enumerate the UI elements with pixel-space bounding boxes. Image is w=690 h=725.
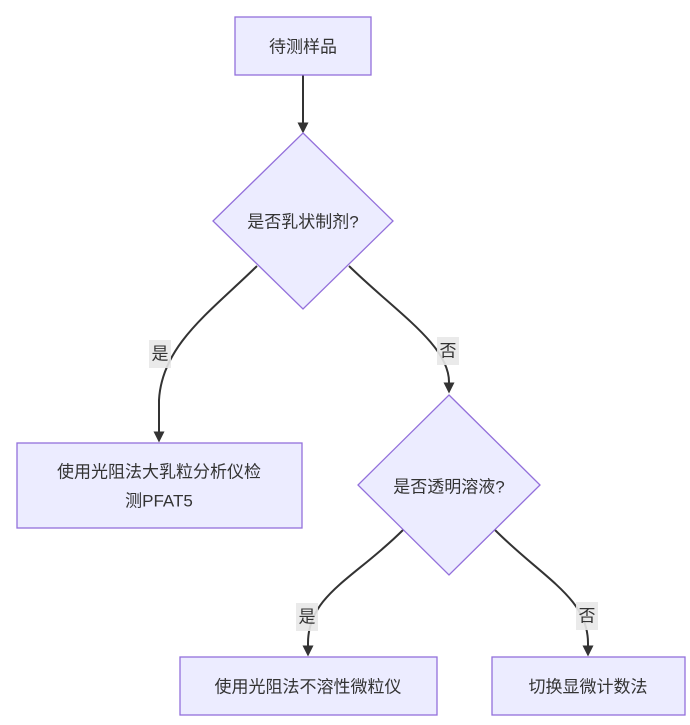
- edge-label-bg: [576, 602, 598, 630]
- edge-label-bg: [149, 340, 171, 368]
- node-lo-particle-shape: [179, 656, 438, 716]
- node-q-emulsion-label: 是否乳状制剂?: [247, 213, 358, 232]
- node-q-clear-label: 是否透明溶液?: [393, 478, 504, 497]
- edge-emulsion-yes: [153, 265, 258, 443]
- edge-label-text: 是: [299, 608, 316, 627]
- edge-label-text: 是: [152, 345, 169, 364]
- node-pfat5-label-line1: 使用光阻法大乳粒分析仪检: [57, 462, 261, 482]
- edge-label-text: 否: [579, 607, 596, 626]
- edge-labels: 是 否 是 否: [149, 337, 598, 631]
- node-lo-particle: 使用光阻法不溶性微粒仪: [179, 656, 438, 716]
- edge-label-emulsion-no: 否: [437, 337, 459, 365]
- edge-label-emulsion-yes: 是: [149, 340, 171, 368]
- edge-label-clear-no: 否: [576, 602, 598, 630]
- edge-emulsion-no: [348, 265, 455, 394]
- node-micro-count: 切换显微计数法: [491, 656, 686, 716]
- node-pfat5-shape: [16, 442, 303, 529]
- node-micro-count-label: 切换显微计数法: [529, 678, 648, 697]
- node-lo-particle-label: 使用光阻法不溶性微粒仪: [215, 677, 402, 697]
- edge-clear-yes: [302, 529, 404, 657]
- node-q-clear: 是否透明溶液?: [357, 394, 541, 576]
- nodes: 待测样品 是否乳状制剂? 使用光阻法大乳粒分析仪检 测PFAT5 是否透明溶液?…: [16, 16, 686, 716]
- edge-label-bg: [296, 603, 318, 631]
- node-pfat5-label-line2: 测PFAT5: [125, 492, 193, 511]
- edge-clear-no: [494, 529, 594, 657]
- node-start: 待测样品: [234, 16, 372, 76]
- node-q-clear-shape: [357, 394, 541, 576]
- node-start-label: 待测样品: [269, 38, 337, 57]
- node-q-emulsion-shape: [212, 132, 394, 310]
- node-start-shape: [234, 16, 372, 76]
- node-q-emulsion: 是否乳状制剂?: [212, 132, 394, 310]
- edge-label-bg: [437, 337, 459, 365]
- edges: [153, 75, 594, 657]
- edge-label-text: 否: [440, 342, 457, 361]
- node-pfat5: 使用光阻法大乳粒分析仪检 测PFAT5: [16, 442, 303, 529]
- edge-label-clear-yes: 是: [296, 603, 318, 631]
- node-micro-count-shape: [491, 656, 686, 716]
